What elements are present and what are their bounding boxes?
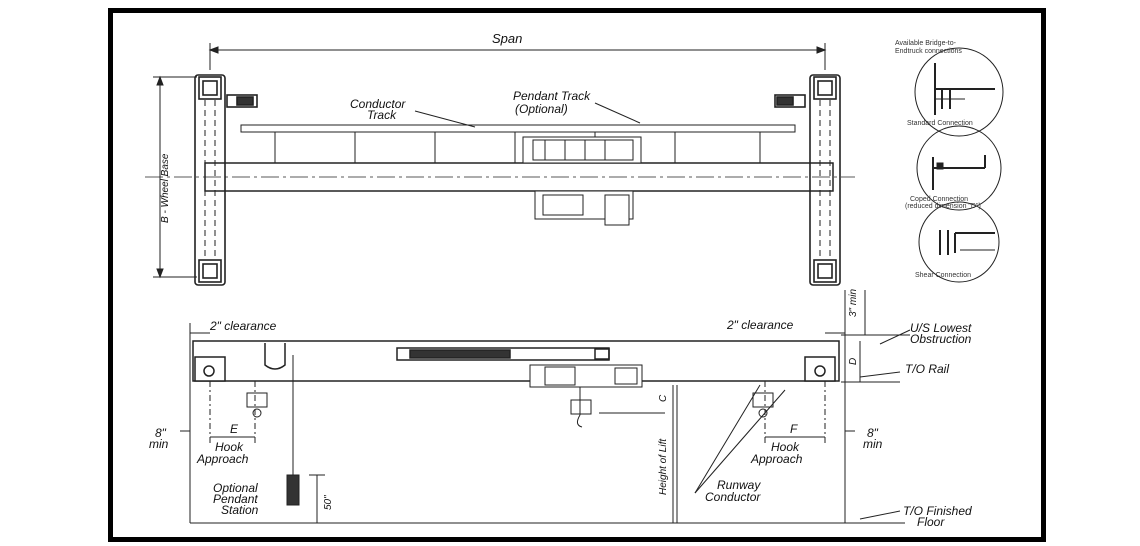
coped-connection-diagram	[916, 125, 1002, 211]
eight-min-left-label-1: 8"	[155, 426, 167, 440]
hook-left-label-1: Hook	[215, 440, 244, 454]
clearance-right-label: 2" clearance	[726, 318, 794, 332]
wheel-base-label: B - Wheel Base	[160, 153, 171, 223]
hook-right-label-2: Approach	[750, 452, 803, 466]
optional-pendant-label-2: Pendant	[213, 492, 258, 506]
left-hook-approach	[209, 381, 268, 445]
pendant-station	[286, 355, 325, 523]
height-of-lift-label: Height of Lift	[658, 438, 669, 495]
us-lowest-label-1: U/S Lowest	[910, 321, 972, 335]
eight-min-left-label-2: min	[149, 437, 169, 451]
to-floor-label-1: T/O Finished	[903, 504, 972, 518]
shear-connection-label: Shear Connection	[915, 272, 971, 279]
span-dimension	[208, 43, 827, 70]
us-lowest-label-2: Obstruction	[910, 332, 972, 346]
hoist-trolley	[522, 136, 642, 226]
conductor-track-label-1: Conductor	[350, 97, 406, 111]
three-min-label: 3" min	[848, 289, 859, 317]
d-label: D	[848, 358, 859, 365]
runway-conductor-label-1: Runway	[717, 478, 761, 492]
coped-connection-label-1: Coped Connection	[910, 196, 968, 203]
right-endtruck	[774, 74, 841, 286]
crane-drawing: Span Conductor Track Pendant Track (Opti…	[145, 31, 1004, 529]
fifty-inch-label: 50"	[323, 495, 334, 510]
clearance-left-label: 2" clearance	[209, 319, 277, 333]
clearance-dimensions	[189, 290, 866, 523]
bridge-girder	[145, 162, 855, 192]
standard-connection-diagram	[914, 47, 1004, 137]
to-floor-label-2: Floor	[917, 515, 945, 529]
eight-min-right-label-2: min	[863, 437, 883, 451]
pendant-track-label-2: (Optional)	[515, 102, 568, 116]
left-endtruck	[194, 74, 258, 286]
side-hoist	[529, 364, 665, 428]
runway-conductor-label-2: Conductor	[705, 490, 761, 504]
optional-pendant-label-1: Optional	[213, 481, 258, 495]
shear-connection-diagram	[918, 201, 1000, 283]
conductor-track-label-2: Track	[367, 108, 397, 122]
span-label: Span	[492, 31, 522, 46]
to-rail-label: T/O Rail	[905, 362, 949, 376]
optional-pendant-label-3: Station	[221, 503, 259, 517]
standard-connection-label: Standard Connection	[907, 120, 973, 127]
bridge-side	[192, 340, 840, 382]
c-label: C	[658, 394, 669, 402]
leader-lines	[859, 329, 911, 520]
available-label-1: Available Bridge-to-	[895, 40, 957, 47]
f-label: F	[790, 422, 798, 436]
diagram-frame: Span Conductor Track Pendant Track (Opti…	[108, 8, 1046, 542]
e-label: E	[230, 422, 239, 436]
right-hook-approach	[752, 381, 826, 445]
pendant-track-label-1: Pendant Track	[513, 89, 591, 103]
runway-conductor-lines	[672, 384, 786, 523]
available-label-2: Endtruck connections	[895, 48, 962, 55]
coped-connection-label-2: (reduced dimension "D")	[905, 203, 981, 210]
hook-left-label-2: Approach	[196, 452, 249, 466]
eight-min-right-label-1: 8"	[867, 426, 879, 440]
hook-right-label-1: Hook	[771, 440, 800, 454]
